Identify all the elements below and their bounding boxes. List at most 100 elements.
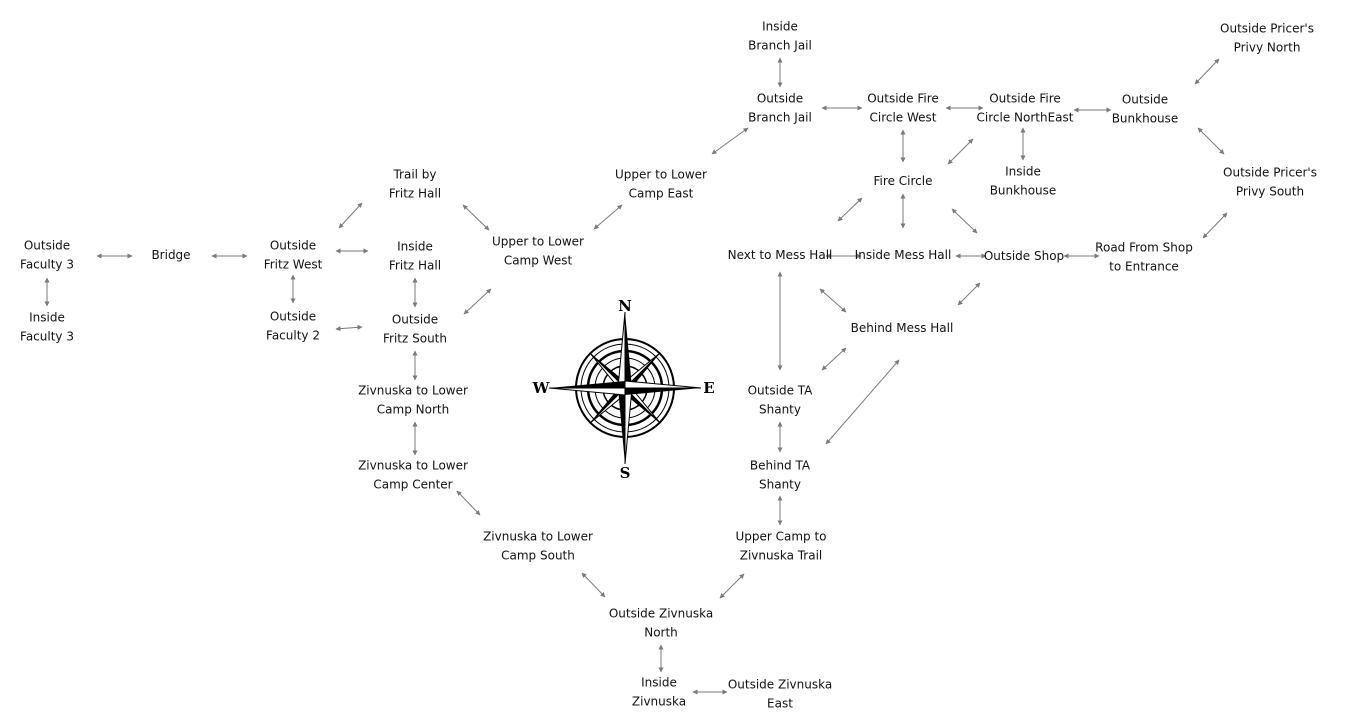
location-label-line: Camp East <box>629 187 694 201</box>
location-label-line: Upper to Lower <box>615 168 707 182</box>
location-label-line: Outside Fire <box>867 92 939 106</box>
connection-arrow <box>711 127 749 155</box>
connection-arrow <box>837 197 863 222</box>
location-label-line: Circle NorthEast <box>977 111 1074 125</box>
connection-arrow <box>462 204 490 231</box>
compass-north-label: N <box>618 297 632 315</box>
location-label-line: Zivnuska Trail <box>740 549 823 563</box>
location-label-line: Inside <box>397 240 433 254</box>
location-label-line: Outside <box>270 310 316 324</box>
compass-west-label: W <box>532 379 551 397</box>
location-label-line: Outside Shop <box>984 249 1064 263</box>
location-label-line: Inside <box>641 676 677 690</box>
location-label-line: Fire Circle <box>874 174 933 188</box>
location-label-line: Behind TA <box>750 459 811 473</box>
location-label-line: Outside Pricer's <box>1220 22 1314 36</box>
connection-arrow <box>463 288 492 315</box>
location-label-line: Fritz Hall <box>389 187 441 201</box>
connection-arrow <box>947 138 974 165</box>
connection-arrow <box>593 204 623 230</box>
location-label-line: Outside <box>24 239 70 253</box>
location-label-line: Camp Center <box>373 478 452 492</box>
connection-arrow <box>335 324 363 332</box>
location-inside-mess-hall: Inside Mess Hall <box>855 248 952 262</box>
connection-arrow <box>1202 212 1228 239</box>
location-label-line: Privy North <box>1234 41 1301 55</box>
location-label-line: Branch Jail <box>748 39 812 53</box>
location-label-line: Outside <box>757 92 803 106</box>
location-label-line: Zivnuska to Lower <box>358 459 468 473</box>
connection-arrow <box>825 359 900 445</box>
location-label-line: Inside <box>1005 165 1041 179</box>
location-label-line: Bunkhouse <box>990 184 1057 198</box>
location-fire-circle: Fire Circle <box>874 174 933 188</box>
location-label-line: Faculty 3 <box>20 258 74 272</box>
compass-rose: N S E W <box>532 297 715 482</box>
location-label-line: Shanty <box>759 403 801 417</box>
location-label-line: Road From Shop <box>1095 241 1193 255</box>
location-label-line: Zivnuska <box>632 695 686 709</box>
location-label-line: Inside <box>29 311 65 325</box>
location-behind-mess-hall: Behind Mess Hall <box>851 321 954 335</box>
location-label-line: Outside Fire <box>989 92 1061 106</box>
location-label-line: Outside <box>392 313 438 327</box>
location-label-line: to Entrance <box>1109 260 1179 274</box>
location-label-line: Bridge <box>151 248 190 262</box>
location-road-from-shop: Road From Shop to Entrance <box>1095 241 1193 274</box>
location-label-line: Bunkhouse <box>1112 112 1179 126</box>
connection-arrow <box>456 490 481 516</box>
location-label-line: Camp South <box>501 549 575 563</box>
location-label-line: Upper Camp to <box>735 530 826 544</box>
location-label-line: Zivnuska to Lower <box>483 530 593 544</box>
location-label-line: East <box>767 697 793 711</box>
location-label-line: Behind Mess Hall <box>851 321 954 335</box>
compass-south-label: S <box>620 464 631 482</box>
location-label-line: Branch Jail <box>748 111 812 125</box>
location-bridge: Bridge <box>151 248 190 262</box>
connection-arrow <box>581 572 606 598</box>
location-label-line: Fritz Hall <box>389 259 441 273</box>
connection-arrow <box>1197 127 1225 155</box>
connection-arrow <box>338 202 363 229</box>
location-label-line: Outside Zivnuska <box>609 607 713 621</box>
location-label-line: Privy South <box>1236 185 1304 199</box>
location-label-line: North <box>644 626 678 640</box>
location-behind-ta-shanty: Behind TA Shanty <box>750 459 811 492</box>
connection-arrow <box>821 347 847 371</box>
location-label-line: Outside Zivnuska <box>728 678 832 692</box>
location-label-line: Outside Pricer's <box>1223 166 1317 180</box>
location-next-to-mess-hall: Next to Mess Hall <box>728 248 833 262</box>
location-label-line: Fritz West <box>264 258 323 272</box>
location-label-line: Upper to Lower <box>492 235 584 249</box>
location-label-line: Shanty <box>759 478 801 492</box>
location-label-line: Outside <box>1122 93 1168 107</box>
location-label-line: Trail by <box>392 168 436 182</box>
location-label-line: Outside <box>270 239 316 253</box>
location-label-line: Faculty 3 <box>20 330 74 344</box>
location-label-line: Fritz South <box>383 332 447 346</box>
connection-arrow <box>951 208 978 234</box>
connection-arrow <box>1194 58 1220 85</box>
location-label-line: Camp West <box>504 254 573 268</box>
connection-arrow <box>957 282 981 306</box>
connection-arrow <box>819 288 847 313</box>
location-label-line: Inside Mess Hall <box>855 248 952 262</box>
compass-east-label: E <box>703 379 714 397</box>
